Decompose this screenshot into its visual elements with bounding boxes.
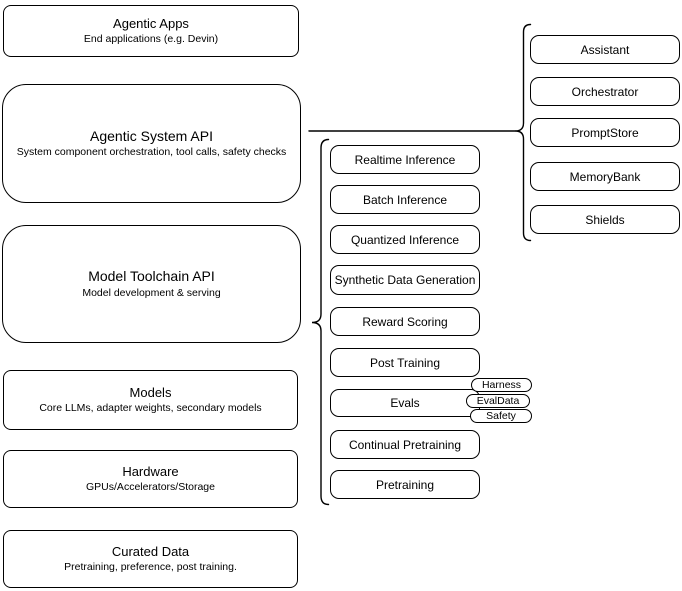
layer-title: Agentic System API xyxy=(90,127,213,144)
system-components-brace xyxy=(515,23,532,242)
node-assistant: Assistant xyxy=(530,35,680,64)
layer-hardware: Hardware GPUs/Accelerators/Storage xyxy=(3,450,298,508)
layer-title: Curated Data xyxy=(111,543,190,559)
layer-subtitle: GPUs/Accelerators/Storage xyxy=(86,481,215,494)
layer-subtitle: Pretraining, preference, post training. xyxy=(64,561,237,574)
node-synthetic-data-generation: Synthetic Data Generation xyxy=(330,265,480,295)
layer-title: Model Toolchain API xyxy=(88,268,215,285)
layer-subtitle: End applications (e.g. Devin) xyxy=(83,33,219,46)
node-memorybank: MemoryBank xyxy=(530,162,680,191)
node-evals: Evals xyxy=(330,389,480,417)
pill-evaldata: EvalData xyxy=(466,394,530,408)
node-continual-pretraining: Continual Pretraining xyxy=(330,430,480,459)
node-post-training: Post Training xyxy=(330,348,480,377)
layer-subtitle: Core LLMs, adapter weights, secondary mo… xyxy=(39,402,262,415)
layer-subtitle: Model development & serving xyxy=(82,286,221,299)
layer-agentic-apps: Agentic Apps End applications (e.g. Devi… xyxy=(3,5,299,57)
node-pretraining: Pretraining xyxy=(330,470,480,499)
pill-harness: Harness xyxy=(471,378,532,392)
layer-title: Agentic Apps xyxy=(113,15,189,31)
node-promptstore: PromptStore xyxy=(530,118,680,147)
layer-title: Hardware xyxy=(122,463,179,479)
node-shields: Shields xyxy=(530,205,680,234)
layer-curated-data: Curated Data Pretraining, preference, po… xyxy=(3,530,298,588)
node-realtime-inference: Realtime Inference xyxy=(330,145,480,174)
pill-safety: Safety xyxy=(470,409,532,423)
node-quantized-inference: Quantized Inference xyxy=(330,225,480,254)
toolchain-services-brace xyxy=(311,138,330,506)
node-orchestrator: Orchestrator xyxy=(530,77,680,106)
layer-agentic-system-api: Agentic System API System component orch… xyxy=(2,84,301,203)
node-reward-scoring: Reward Scoring xyxy=(330,307,480,336)
layer-models: Models Core LLMs, adapter weights, secon… xyxy=(3,370,298,430)
layer-subtitle: System component orchestration, tool cal… xyxy=(16,146,287,159)
layer-title: Models xyxy=(129,384,172,400)
node-batch-inference: Batch Inference xyxy=(330,185,480,214)
layer-model-toolchain-api: Model Toolchain API Model development & … xyxy=(2,225,301,343)
